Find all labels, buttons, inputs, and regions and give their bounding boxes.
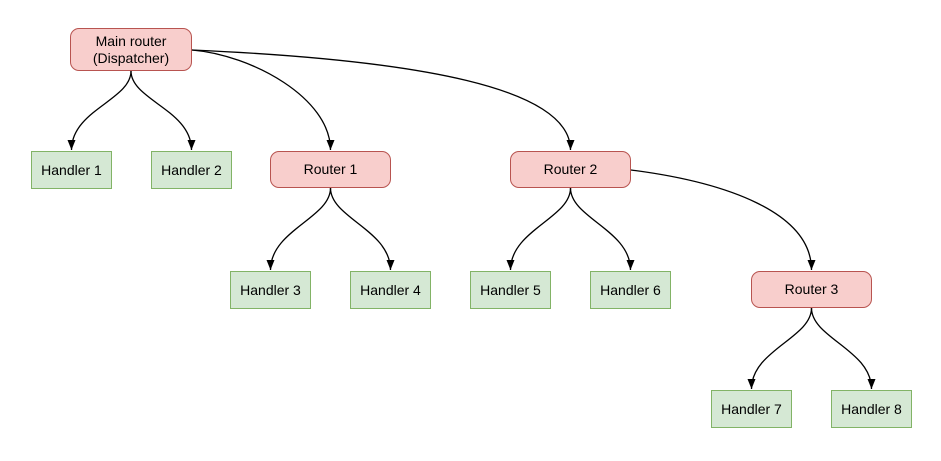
- node-handler-6: Handler 6: [590, 271, 671, 309]
- edge-main-router-to-handler-2: [130, 70, 196, 151]
- node-main-router: Main router (Dispatcher): [70, 28, 192, 71]
- node-handler-6-label: Handler 6: [600, 281, 661, 298]
- edge-main-router-to-handler-1: [67, 70, 132, 151]
- node-main-router-label-line1: Main router: [95, 32, 167, 49]
- node-router-2-label: Router 2: [543, 161, 598, 177]
- node-handler-7-label: Handler 7: [721, 400, 782, 417]
- edge-router-3-to-handler-7: [747, 307, 813, 390]
- node-handler-8-label: Handler 8: [841, 400, 902, 417]
- node-handler-7: Handler 7: [711, 390, 792, 428]
- node-router-3: Router 3: [751, 271, 872, 308]
- edge-router-2-to-handler-5: [506, 187, 572, 271]
- node-router-1-label: Router 1: [303, 161, 358, 177]
- node-handler-3: Handler 3: [230, 271, 311, 309]
- node-handler-2: Handler 2: [151, 151, 232, 189]
- node-main-router-label-line2: (Dispatcher): [92, 49, 170, 66]
- edge-router-2-to-handler-6: [569, 187, 635, 271]
- node-handler-4-label: Handler 4: [360, 281, 421, 298]
- node-handler-2-label: Handler 2: [161, 161, 222, 178]
- node-router-3-label: Router 3: [784, 281, 839, 297]
- node-handler-5: Handler 5: [470, 271, 551, 309]
- node-handler-1-label: Handler 1: [41, 161, 102, 178]
- edge-main-router-to-router-1: [191, 49, 335, 151]
- edge-router-2-to-router-3: [630, 169, 816, 271]
- edge-router-1-to-handler-3: [266, 187, 332, 271]
- node-handler-3-label: Handler 3: [240, 281, 301, 298]
- edge-router-1-to-handler-4: [329, 187, 395, 271]
- node-router-2: Router 2: [510, 151, 631, 188]
- node-handler-8: Handler 8: [831, 390, 912, 428]
- node-handler-4: Handler 4: [350, 271, 431, 309]
- edge-main-router-to-router-2: [191, 49, 575, 151]
- edge-router-3-to-handler-8: [810, 307, 876, 390]
- node-handler-1: Handler 1: [31, 151, 112, 189]
- node-router-1: Router 1: [270, 151, 391, 188]
- node-handler-5-label: Handler 5: [480, 281, 541, 298]
